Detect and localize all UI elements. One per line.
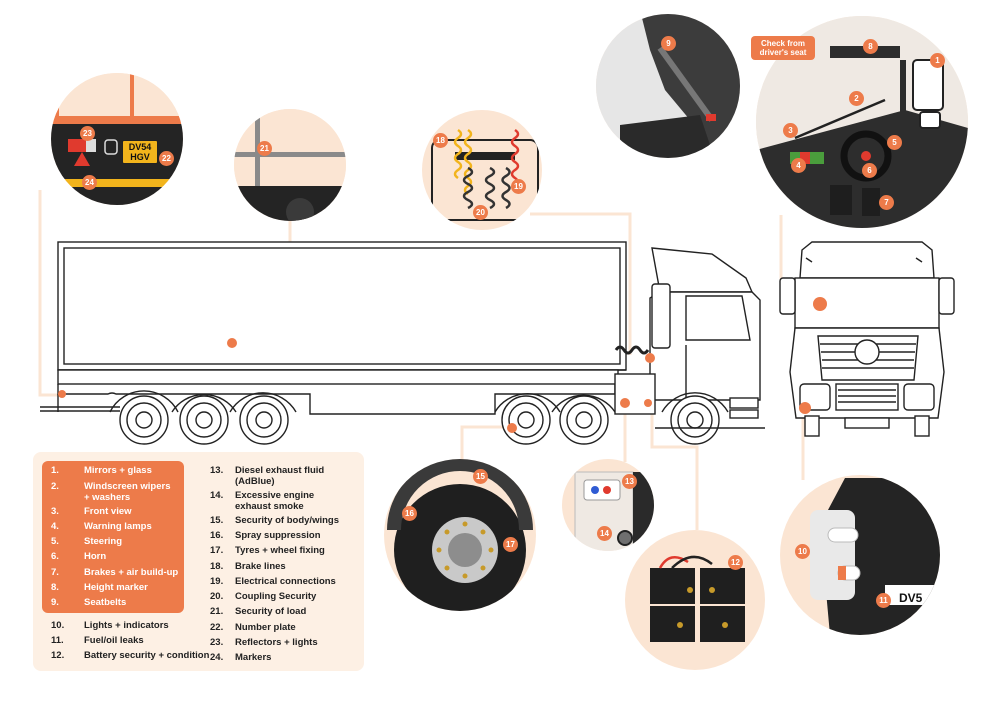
badge-20: 20 bbox=[473, 205, 488, 220]
badge-14: 14 bbox=[597, 526, 612, 541]
plate-line-1: DV54 bbox=[128, 142, 152, 152]
number-plate: DV54 HGV bbox=[122, 140, 158, 164]
plate-line-2: HGV bbox=[130, 152, 150, 162]
check-from-drivers-seat-callout: Check from driver's seat bbox=[751, 36, 815, 60]
wheel-bubble bbox=[384, 459, 536, 611]
badge-22: 22 bbox=[159, 151, 174, 166]
badge-19: 19 bbox=[511, 179, 526, 194]
cab-side-view bbox=[614, 247, 765, 445]
badge-8: 8 bbox=[863, 39, 878, 54]
badge-23: 23 bbox=[80, 126, 95, 141]
trailer-side-view bbox=[40, 241, 627, 415]
badge-16: 16 bbox=[402, 506, 417, 521]
badge-15: 15 bbox=[473, 469, 488, 484]
callout-line-2: driver's seat bbox=[759, 48, 807, 57]
rear-plate-bubble bbox=[51, 73, 183, 205]
location-dots bbox=[58, 297, 827, 433]
coupling-bubble bbox=[422, 110, 542, 230]
badge-17: 17 bbox=[503, 537, 518, 552]
badge-24: 24 bbox=[82, 175, 97, 190]
badge-10: 10 bbox=[795, 544, 810, 559]
trailer-wheels bbox=[119, 395, 609, 445]
callout-line-1: Check from bbox=[760, 39, 805, 48]
legend-driver-seat-highlight bbox=[42, 461, 184, 613]
badge-18: 18 bbox=[433, 133, 448, 148]
badge-1: 1 bbox=[930, 53, 945, 68]
badge-2: 2 bbox=[849, 91, 864, 106]
battery-bubble bbox=[625, 530, 765, 670]
load-security-bubble bbox=[234, 109, 346, 221]
badge-13: 13 bbox=[622, 474, 637, 489]
cab-front-view bbox=[779, 241, 955, 437]
badge-12: 12 bbox=[728, 555, 743, 570]
badge-5: 5 bbox=[887, 135, 902, 150]
badge-9: 9 bbox=[661, 36, 676, 51]
front-plate-text: DV5 bbox=[899, 591, 923, 605]
badge-7: 7 bbox=[879, 195, 894, 210]
badge-21: 21 bbox=[257, 141, 272, 156]
badge-3: 3 bbox=[783, 123, 798, 138]
seatbelt-bubble bbox=[596, 14, 740, 158]
badge-6: 6 bbox=[862, 163, 877, 178]
badge-11: 11 bbox=[876, 593, 891, 608]
badge-4: 4 bbox=[791, 158, 806, 173]
